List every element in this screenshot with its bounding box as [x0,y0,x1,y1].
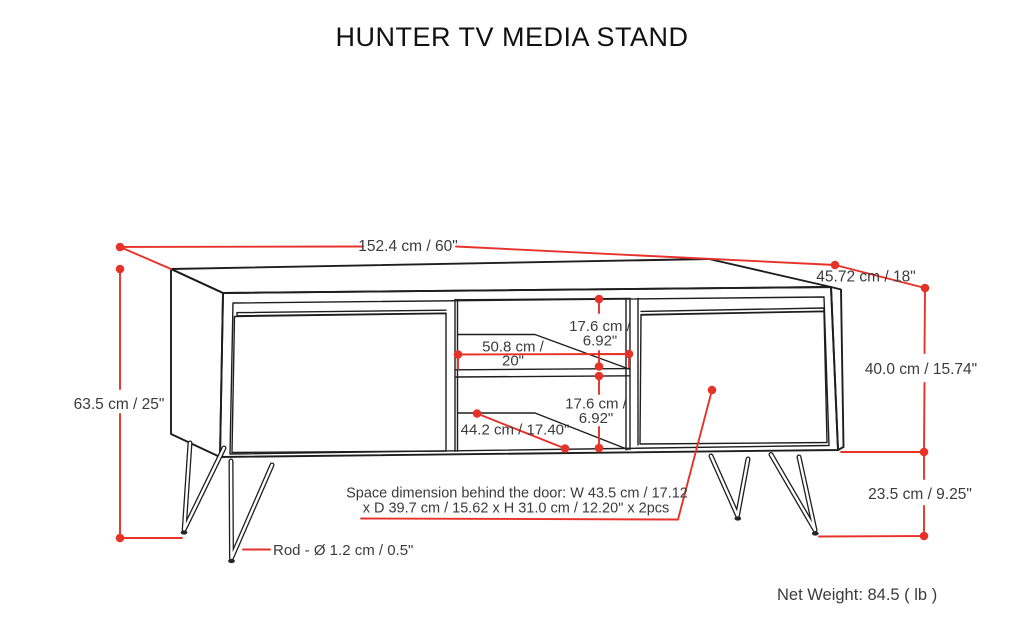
cabinet-front-details [229,296,830,455]
label-net-weight: Net Weight: 84.5 ( lb ) [777,586,937,604]
label-upper-opening-height-2: 6.92" [583,333,618,350]
label-center-opening-width-1: 50.8 cm / [482,339,545,356]
label-shelf-width: 44.2 cm / 17.40" [461,422,570,439]
dimension-dots [115,242,930,543]
label-overall-height: 63.5 cm / 25" [74,396,165,413]
label-rod-diameter: Rod - Ø 1.2 cm / 0.5" [273,542,413,559]
cabinet-outline [170,258,845,458]
label-lower-opening-height-1: 17.6 cm / [565,396,628,413]
dimension-lines [119,245,926,551]
upper-shelf-edge [457,333,630,370]
right-door [639,310,828,445]
lower-shelf-edge [457,412,629,451]
drawing-title: HUNTER TV MEDIA STAND [335,22,689,52]
hairpin-legs [180,440,819,564]
leg-feet [180,516,819,564]
label-leg-height: 23.5 cm / 9.25" [868,486,972,503]
label-upper-opening-height-1: 17.6 cm / [569,318,632,335]
label-door-space-1: Space dimension behind the door: W 43.5 … [346,486,688,502]
label-door-space-2: x D 39.7 cm / 15.62 x H 31.0 cm / 12.20"… [363,501,670,517]
dimension-labels: 152.4 cm / 60" 45.72 cm / 18" 63.5 cm / … [74,238,978,604]
label-center-opening-width-2: 20" [502,353,524,370]
label-depth: 45.72 cm / 18" [816,269,915,286]
left-door [231,312,447,454]
label-right-cabinet-height: 40.0 cm / 15.74" [865,361,977,378]
label-lower-opening-height-2: 6.92" [579,410,614,427]
label-overall-width: 152.4 cm / 60" [358,238,457,255]
